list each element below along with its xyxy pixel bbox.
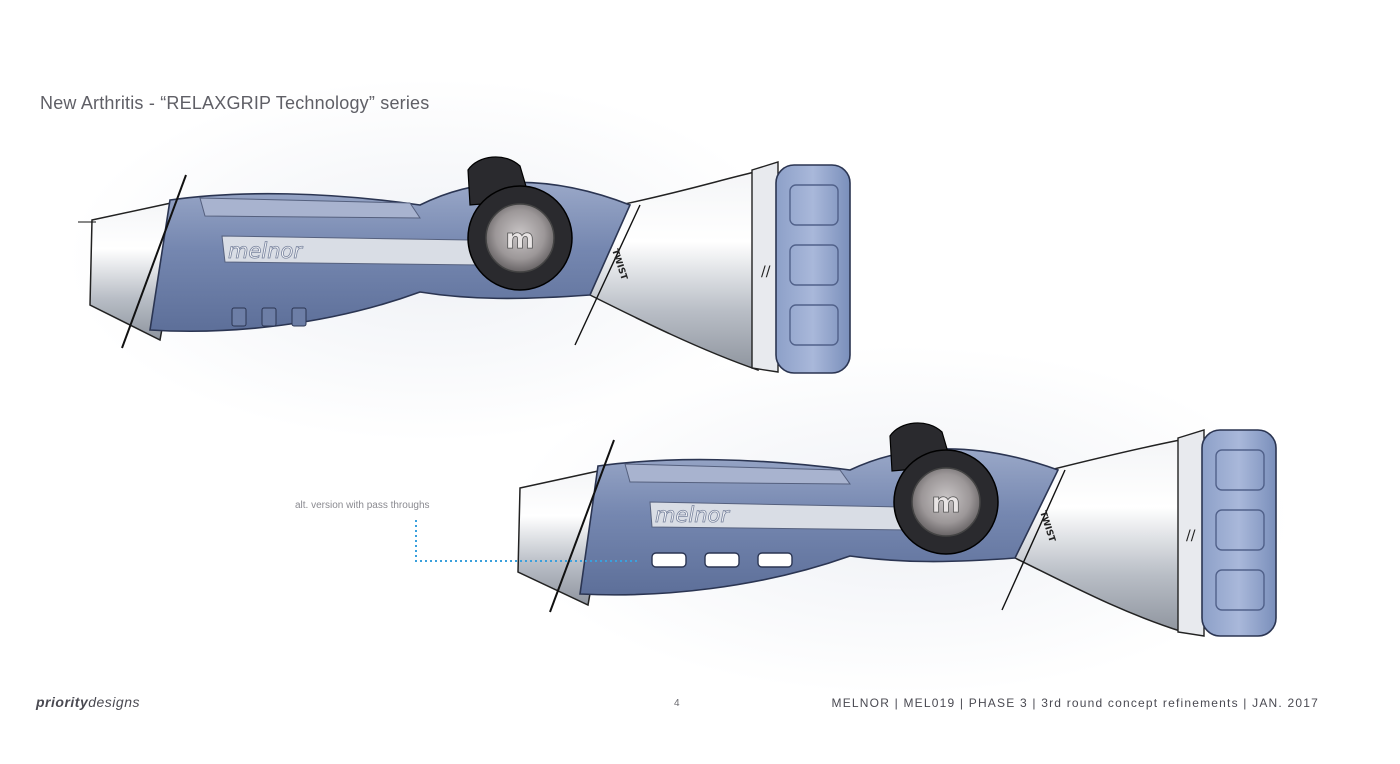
nozzle-sketch-top: m xyxy=(78,156,851,374)
footer-project-info: MELNOR | MEL019 | PHASE 3 | 3rd round co… xyxy=(831,696,1319,710)
svg-text:m: m xyxy=(931,486,960,519)
brand-emboss-top: melnor xyxy=(228,239,303,263)
callout-note: alt. version with pass throughs xyxy=(295,500,430,511)
dial-marks-bottom: // xyxy=(1186,528,1196,544)
logo-bold-text: priority xyxy=(36,694,89,710)
nozzle-sketch-bottom: m xyxy=(415,422,1277,637)
page-title: New Arthritis - “RELAXGRIP Technology” s… xyxy=(40,93,430,113)
svg-text:m: m xyxy=(505,222,534,255)
dial-marks-top: // xyxy=(761,264,771,280)
page-number: 4 xyxy=(674,698,680,709)
logo-light-text: designs xyxy=(88,694,140,710)
footer-logo: prioritydesigns xyxy=(36,694,140,710)
brand-emboss-bottom: melnor xyxy=(655,503,730,527)
